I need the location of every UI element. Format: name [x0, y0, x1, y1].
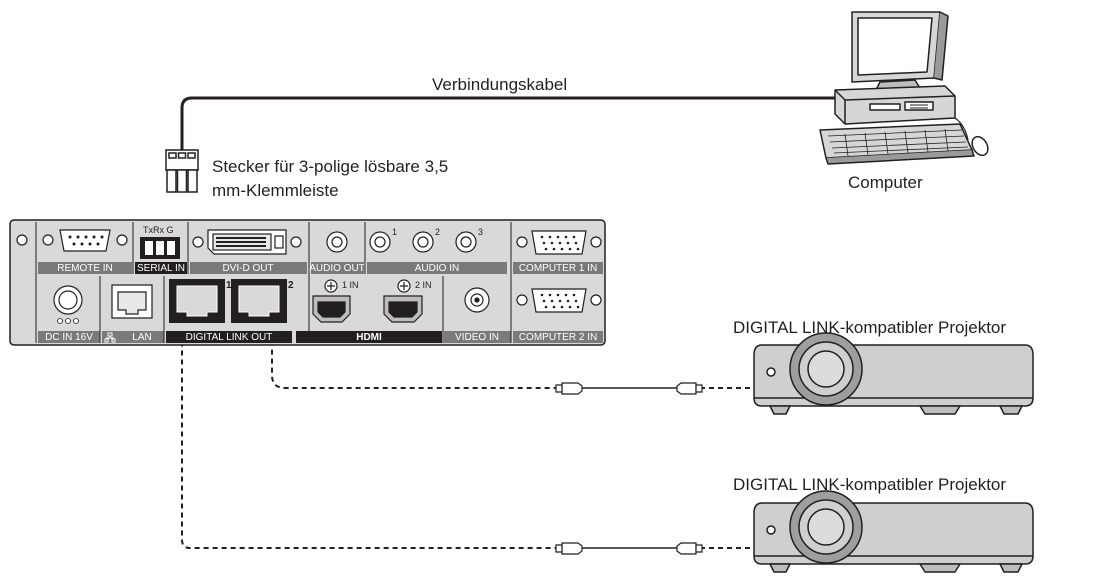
connector-label-line2: mm-Klemmleiste	[212, 181, 339, 200]
digital-link-out-label: DIGITAL LINK OUT	[186, 332, 273, 343]
audio-in-3-label: 3	[478, 227, 483, 237]
computer2-in-port-icon	[516, 288, 602, 313]
connector-label-line1: Stecker für 3-polige lösbare 3,5	[212, 157, 448, 176]
dvid-out-bar	[190, 262, 307, 274]
rj45-plug-icon	[555, 542, 703, 555]
computer2-in-label: COMPUTER 2 IN	[519, 332, 597, 343]
audio-out-bar	[311, 262, 364, 274]
connector-panel: TxRx G 1 2 3	[9, 219, 606, 346]
dvid-out-label: DVI-D OUT	[222, 263, 273, 274]
video-in-port-icon	[464, 287, 490, 313]
hdmi-2-port-icon	[383, 279, 423, 323]
dl-port-1-number: 1	[226, 280, 232, 291]
dl-port-2-number: 2	[288, 280, 294, 291]
lan-port-icon	[111, 284, 153, 319]
computer2-in-bar	[513, 331, 603, 343]
serial-in-port-icon: TxRx G	[140, 225, 180, 259]
audio-out-label: AUDIO OUT	[309, 263, 365, 274]
digital-link-port-1-icon	[169, 279, 225, 323]
audio-in-port-icon	[369, 231, 477, 253]
network-icon	[104, 332, 116, 343]
terminal-pins-label: TxRx G	[143, 225, 174, 235]
serial-cable	[180, 96, 840, 150]
terminal-block-connector-icon	[165, 149, 199, 193]
audio-in-2-label: 2	[435, 227, 440, 237]
projector-1-icon	[753, 332, 1034, 415]
lan-bar	[102, 331, 164, 343]
computer-icon	[819, 11, 989, 165]
remote-in-port-icon	[42, 229, 128, 252]
computer1-in-bar	[513, 262, 603, 274]
rj45-plug-icon	[555, 382, 703, 395]
connector-label: Stecker für 3-polige lösbare 3,5 mm-Klem…	[212, 157, 453, 200]
remote-in-bar	[38, 262, 132, 274]
video-in-label: VIDEO IN	[455, 332, 499, 343]
remote-in-label: REMOTE IN	[57, 263, 113, 274]
computer-label: Computer	[848, 173, 923, 192]
hdmi-1-port-icon	[312, 279, 351, 323]
audio-in-label: AUDIO IN	[415, 263, 459, 274]
serial-in-label: SERIAL IN	[137, 263, 185, 274]
dc-in-bar	[38, 331, 100, 343]
dc-in-label: DC IN 16V	[45, 332, 93, 343]
projector-1-label: DIGITAL LINK-kompatibler Projektor	[733, 318, 1006, 337]
lan-label: LAN	[132, 332, 151, 343]
audio-in-1-label: 1	[392, 227, 397, 237]
hdmi-1-label: 1 IN	[342, 280, 359, 290]
hdmi-2-label: 2 IN	[415, 280, 432, 290]
hdmi-bar	[296, 331, 442, 343]
projector-2-icon	[753, 490, 1034, 573]
serial-in-bar	[135, 262, 187, 274]
screw-hole-icon	[16, 234, 28, 246]
digital-link-out-bar	[166, 331, 292, 343]
audio-in-bar	[367, 262, 507, 274]
digital-link-port-2-icon	[231, 279, 287, 323]
projector-2-label: DIGITAL LINK-kompatibler Projektor	[733, 475, 1006, 494]
computer1-in-label: COMPUTER 1 IN	[519, 263, 597, 274]
cable-label: Verbindungskabel	[432, 75, 567, 94]
video-in-bar	[444, 331, 511, 343]
dvid-out-port-icon	[192, 229, 302, 255]
computer1-in-port-icon	[516, 230, 602, 255]
dc-in-port-icon	[53, 285, 83, 324]
hdmi-logo-label: HDMI	[356, 332, 382, 343]
audio-out-port-icon	[326, 231, 348, 253]
